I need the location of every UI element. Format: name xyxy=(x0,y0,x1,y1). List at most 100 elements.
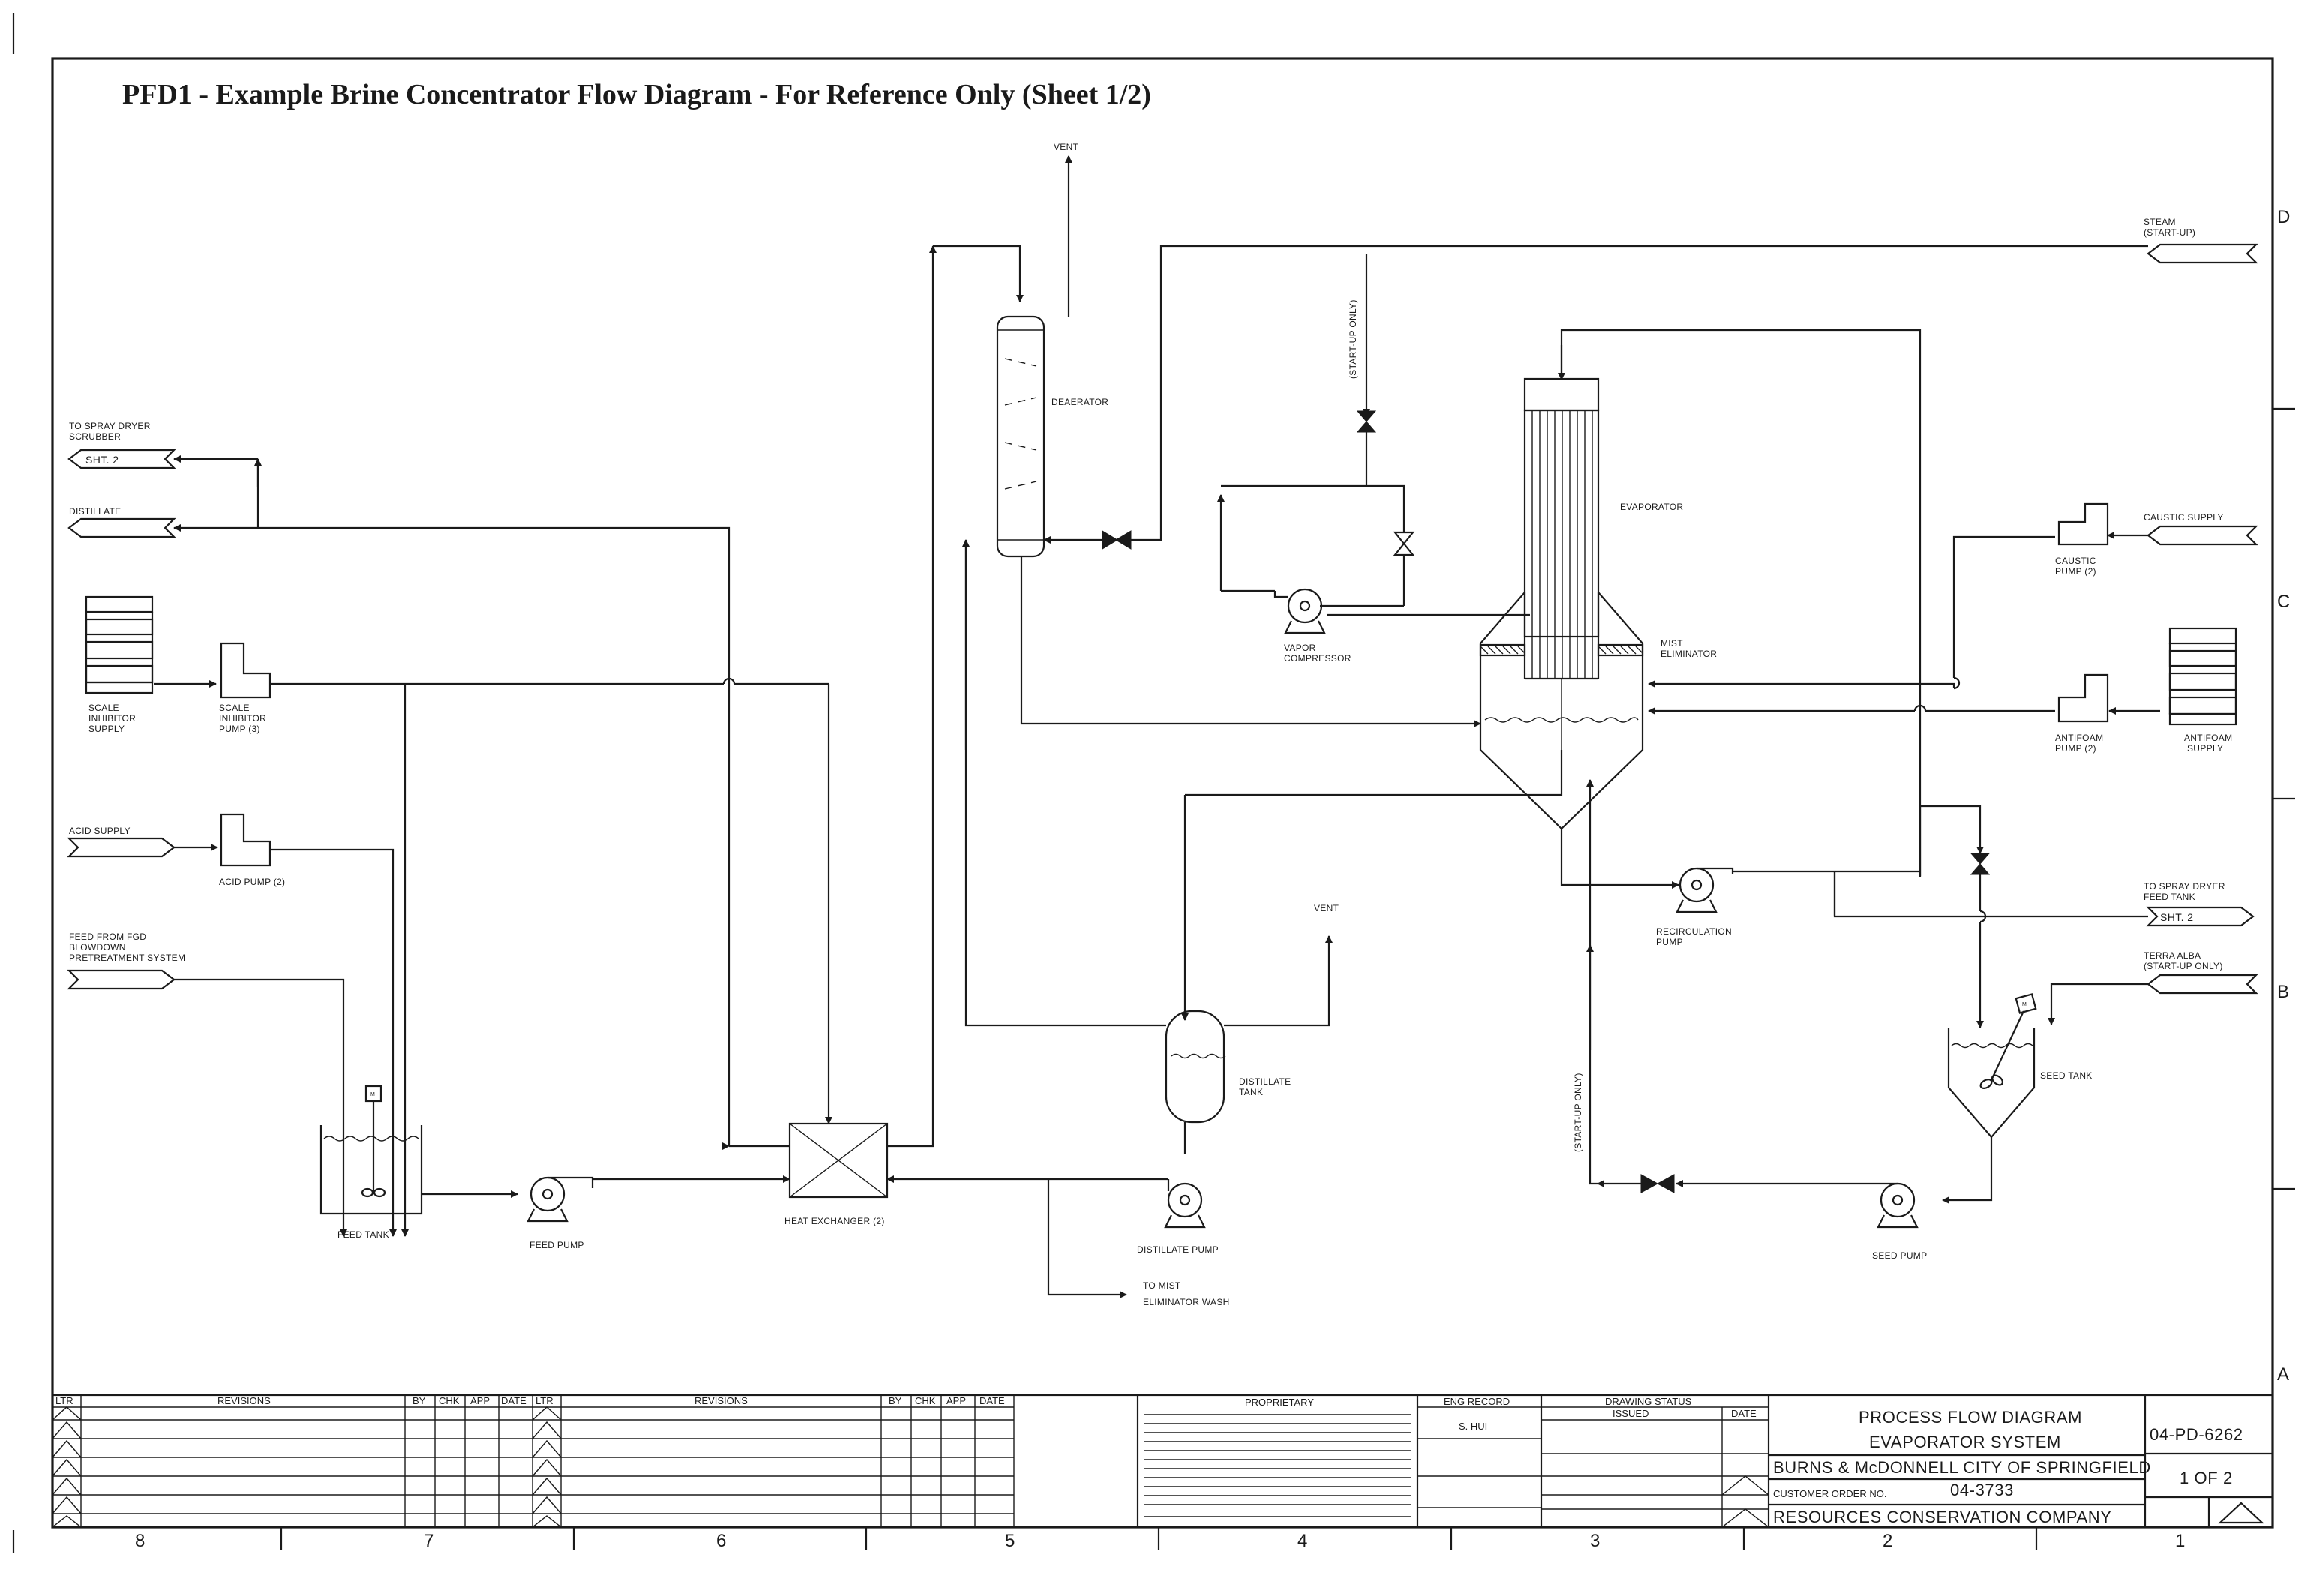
eng-record-label: ENG RECORD xyxy=(1444,1396,1510,1407)
antifoam-pump[interactable] xyxy=(2057,674,2109,723)
drawing-border xyxy=(12,14,2295,1552)
scale-inhibitor-pump[interactable] xyxy=(220,642,272,699)
connector-caustic-supply[interactable]: CAUSTIC SUPPLY xyxy=(2144,512,2258,546)
label-vapor-compressor-2: COMPRESSOR xyxy=(1284,653,1352,664)
recirculation-pump[interactable] xyxy=(1676,867,1734,914)
label-evaporator: EVAPORATOR xyxy=(1620,502,1683,512)
label-feed-pump: FEED PUMP xyxy=(530,1240,584,1250)
label-scale-inhibitor-supply-3: SUPPLY xyxy=(88,724,124,734)
valve-seed-feed[interactable] xyxy=(1970,853,1990,875)
valve-seed-return[interactable] xyxy=(1640,1174,1675,1193)
label-scale-inhibitor-pump-2: INHIBITOR xyxy=(219,713,266,724)
client-name: BURNS & McDONNELL CITY OF SPRINGFIELD xyxy=(1773,1458,2151,1477)
revisions-header-left: LTR REVISIONS BY CHK APP DATE xyxy=(56,1395,526,1406)
label-to-mist-wash-1: TO MIST xyxy=(1143,1280,1181,1291)
drawing-number: 04-PD-6262 xyxy=(2150,1425,2243,1444)
connector-steam[interactable]: STEAM (START-UP) xyxy=(2144,217,2258,264)
rev-header-chk-2: CHK xyxy=(915,1395,936,1406)
connector-feed-from-fgd[interactable]: FEED FROM FGD BLOWDOWN PRETREATMENT SYST… xyxy=(67,932,185,990)
label-terra-alba-1: TERRA ALBA xyxy=(2144,950,2200,961)
label-deaerator: DEAERATOR xyxy=(1052,397,1108,407)
rev-header-by-2: BY xyxy=(889,1395,902,1406)
issued-label: ISSUED xyxy=(1612,1408,1648,1419)
connector-distillate[interactable]: DISTILLATE xyxy=(68,506,176,538)
column-label-6: 6 xyxy=(716,1531,726,1551)
antifoam-supply-tote[interactable] xyxy=(2168,627,2237,726)
valve-deaerator-inlet[interactable] xyxy=(1102,530,1132,550)
acid-pump[interactable] xyxy=(220,813,272,867)
label-recirculation-pump-1: RECIRCULATION xyxy=(1656,926,1732,937)
label-scale-inhibitor-pump-3: PUMP (3) xyxy=(219,724,260,734)
label-vent-distillate-tank: VENT xyxy=(1314,903,1340,914)
rev-header-date: DATE xyxy=(501,1395,526,1406)
row-labels: D C B A xyxy=(2277,207,2290,1384)
label-seed-pump: SEED PUMP xyxy=(1872,1250,1927,1261)
column-label-5: 5 xyxy=(1005,1531,1015,1551)
title-block xyxy=(51,1394,2274,1528)
seed-tank[interactable]: M xyxy=(1947,993,2037,1138)
distillate-pump[interactable] xyxy=(1164,1179,1206,1228)
drawing-title-line-2: EVAPORATOR SYSTEM xyxy=(1869,1432,2061,1451)
label-feed-from-fgd-1: FEED FROM FGD xyxy=(69,932,146,942)
label-start-up-only-2: (START-UP ONLY) xyxy=(1573,1072,1583,1152)
label-mist-eliminator-2: ELIMINATOR xyxy=(1660,649,1717,659)
label-antifoam-pump-1: ANTIFOAM xyxy=(2055,733,2103,743)
label-recirculation-pump-2: PUMP xyxy=(1656,937,1683,947)
connector-acid-supply[interactable]: ACID SUPPLY xyxy=(67,826,176,858)
label-scale-inhibitor-supply-2: INHIBITOR xyxy=(88,713,136,724)
feed-pump[interactable] xyxy=(526,1176,594,1222)
feed-tank-mixer-tag: M xyxy=(370,1092,375,1097)
rev-header-ltr-2: LTR xyxy=(536,1395,554,1406)
label-start-up-only-1: (START-UP ONLY) xyxy=(1348,299,1358,379)
valve-compressor-bypass[interactable] xyxy=(1393,531,1415,556)
vapor-compressor[interactable] xyxy=(1274,588,1326,634)
column-label-7: 7 xyxy=(424,1531,434,1551)
row-label-a: A xyxy=(2277,1364,2289,1384)
revisions-header-right: LTR REVISIONS BY CHK APP DATE xyxy=(536,1395,1005,1406)
rev-header-app-2: APP xyxy=(946,1395,966,1406)
rev-header-revisions: REVISIONS xyxy=(218,1395,271,1406)
process-lines xyxy=(154,155,2160,1298)
row-label-c: C xyxy=(2277,592,2290,612)
column-label-8: 8 xyxy=(135,1531,145,1551)
deaerator-column[interactable] xyxy=(996,315,1046,558)
feed-tank[interactable]: M xyxy=(320,1084,423,1215)
label-vapor-compressor-1: VAPOR xyxy=(1284,643,1316,653)
date-label: DATE xyxy=(1731,1408,1756,1419)
label-feed-from-fgd-2: BLOWDOWN xyxy=(69,942,126,952)
rev-header-by: BY xyxy=(412,1395,426,1406)
engineer-name: S. HUI xyxy=(1459,1420,1487,1432)
label-distillate-tank-2: TANK xyxy=(1239,1087,1263,1097)
distillate-tank[interactable] xyxy=(1165,1010,1226,1124)
label-mist-eliminator-1: MIST xyxy=(1660,638,1683,649)
connector-to-spray-dryer-feed[interactable]: TO SPRAY DRYER FEED TANK SHT. 2 xyxy=(2144,881,2254,927)
connector-terra-alba[interactable]: TERRA ALBA (START-UP ONLY) xyxy=(2144,950,2258,994)
evaporator-vessel[interactable] xyxy=(1479,377,1644,830)
heat-exchanger[interactable] xyxy=(788,1122,889,1198)
row-label-b: B xyxy=(2277,982,2289,1002)
scale-inhibitor-supply-tote[interactable] xyxy=(85,596,154,694)
seed-pump[interactable] xyxy=(1868,1182,1918,1228)
label-to-spray-dryer-feed-2: FEED TANK xyxy=(2144,892,2195,902)
label-acid-pump: ACID PUMP (2) xyxy=(219,877,285,887)
label-feed-from-fgd-3: PRETREATMENT SYSTEM xyxy=(69,952,185,963)
rev-header-revisions-2: REVISIONS xyxy=(694,1395,748,1406)
caustic-pump[interactable] xyxy=(2057,502,2109,546)
column-label-1: 1 xyxy=(2175,1531,2185,1551)
rev-header-ltr: LTR xyxy=(56,1395,74,1406)
column-label-4: 4 xyxy=(1298,1531,1307,1551)
label-caustic-supply: CAUSTIC SUPPLY xyxy=(2144,512,2224,523)
connector-to-spray-dryer-scrubber[interactable]: TO SPRAY DRYER SCRUBBER SHT. 2 xyxy=(68,421,176,470)
rev-header-date-2: DATE xyxy=(980,1395,1005,1406)
seed-tank-mixer-tag: M xyxy=(2022,1002,2026,1007)
label-caustic-pump-2: PUMP (2) xyxy=(2055,566,2096,577)
rev-header-chk: CHK xyxy=(439,1395,460,1406)
column-label-3: 3 xyxy=(1590,1531,1600,1551)
label-to-spray-dryer-feed-1: TO SPRAY DRYER xyxy=(2144,881,2225,892)
label-scale-inhibitor-pump-1: SCALE xyxy=(219,703,250,713)
drawing-title-line-1: PROCESS FLOW DIAGRAM xyxy=(1858,1408,2082,1426)
valve-startup-steam[interactable] xyxy=(1356,410,1377,433)
label-sht2-b: SHT. 2 xyxy=(2160,911,2193,923)
label-acid-supply: ACID SUPPLY xyxy=(69,826,130,836)
